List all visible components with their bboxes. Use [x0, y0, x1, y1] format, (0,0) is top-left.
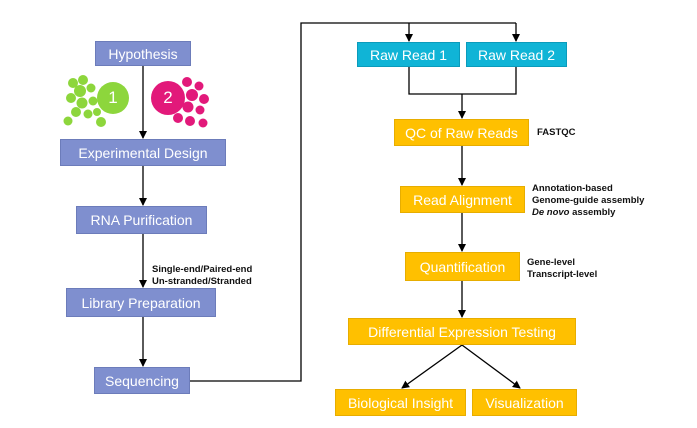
qc-raw-reads-box: QC of Raw Reads — [394, 119, 529, 146]
quantification-notes: Gene-level Transcript-level — [527, 257, 597, 281]
library-note-stranded: Un-stranded/Stranded — [152, 276, 252, 287]
arrow-de-to-visualization — [461, 344, 521, 389]
connector-raw-reads-merge — [408, 67, 517, 95]
visualization-box: Visualization — [472, 389, 577, 416]
hypothesis-box: Hypothesis — [95, 41, 191, 66]
sequencing-box: Sequencing — [94, 367, 190, 394]
library-notes: Single-end/Paired-end Un-stranded/Strand… — [152, 264, 252, 288]
read-alignment-box: Read Alignment — [400, 186, 525, 213]
biological-insight-box: Biological Insight — [335, 389, 466, 416]
arrow-de-to-insight — [401, 344, 463, 389]
group-2-label: 2 — [163, 88, 173, 107]
quant-note-transcript: Transcript-level — [527, 269, 598, 280]
qc-tool-label: FASTQC — [537, 127, 576, 138]
alignment-note-genome-guide: Genome-guide assembly — [532, 195, 645, 206]
de-novo-italic: De novo — [532, 207, 570, 218]
group-1-cells — [63, 75, 129, 127]
raw-read-2-box: Raw Read 2 — [466, 42, 567, 67]
raw-read-1-box: Raw Read 1 — [357, 42, 460, 67]
differential-expression-box: Differential Expression Testing — [348, 318, 576, 345]
rna-purification-box: RNA Purification — [76, 206, 207, 234]
experimental-design-box: Experimental Design — [60, 139, 226, 166]
alignment-note-annotation: Annotation-based — [532, 183, 613, 194]
library-preparation-box: Library Preparation — [66, 288, 216, 317]
quantification-box: Quantification — [405, 252, 520, 281]
library-note-paired: Single-end/Paired-end — [152, 264, 253, 275]
alignment-notes: Annotation-based Genome-guide assembly D… — [532, 183, 644, 219]
alignment-note-de-novo: De novo assembly — [532, 207, 644, 219]
group-1-label: 1 — [108, 88, 118, 107]
quant-note-gene: Gene-level — [527, 257, 576, 268]
de-novo-rest: assembly — [569, 207, 616, 218]
group-2-cells — [151, 77, 209, 128]
